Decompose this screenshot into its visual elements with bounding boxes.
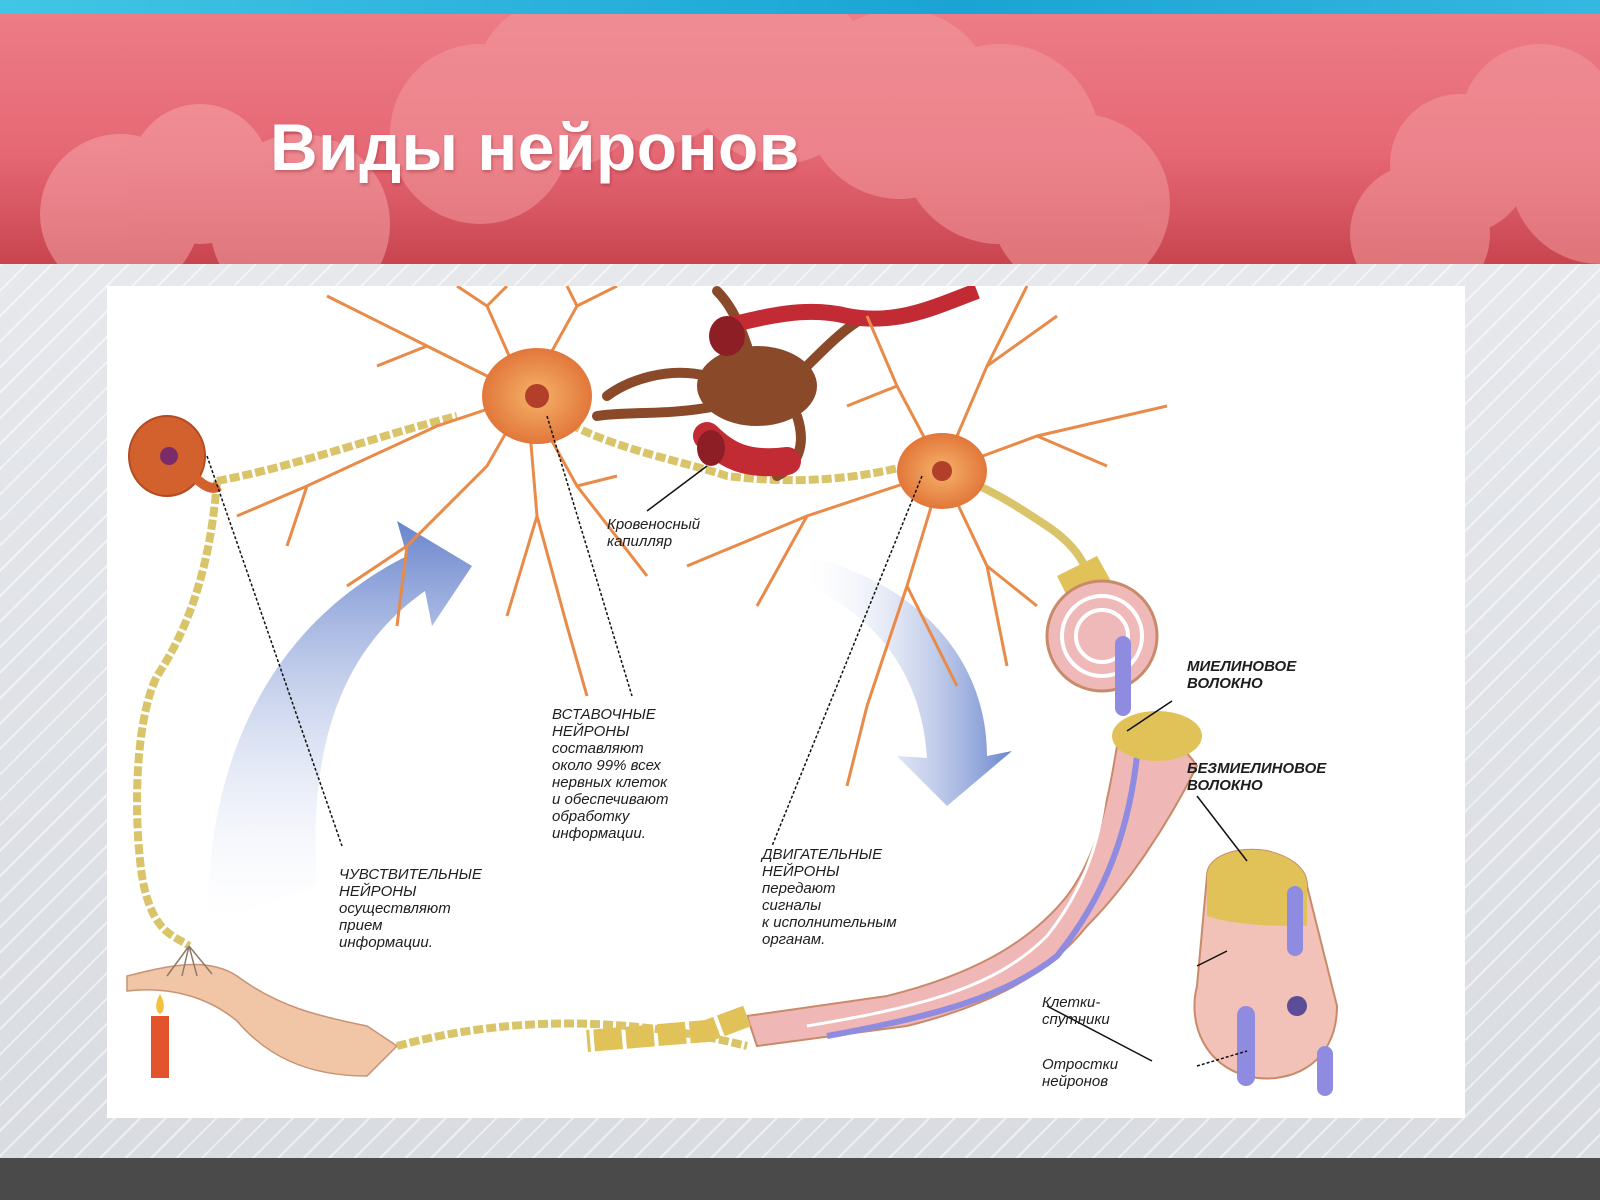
slide-title: Виды нейронов: [270, 109, 800, 185]
candle-illustration: [151, 994, 169, 1078]
cloud-background: [0, 14, 1600, 264]
neuron-diagram: Кровеносный капилляр ВСТАВОЧНЫЕ НЕЙРОНЫ …: [107, 286, 1465, 1118]
top-accent-strip: [0, 0, 1600, 14]
label-sensory-neurons: ЧУВСТВИТЕЛЬНЫЕ НЕЙРОНЫ осуществляют прие…: [339, 866, 482, 951]
myelinated-fiber: [1047, 556, 1157, 716]
label-myelinated-fiber: МИЕЛИНОВОЕ ВОЛОКНО: [1187, 658, 1296, 692]
interneuron-nucleus: [525, 384, 549, 408]
unmyelinated-fiber: [1194, 850, 1337, 1096]
label-motor-neurons: ДВИГАТЕЛЬНЫЕ НЕЙРОНЫ передают сигналы к …: [762, 846, 897, 948]
label-unmyelinated-fiber: БЕЗМИЕЛИНОВОЕ ВОЛОКНО: [1187, 760, 1326, 794]
slide-header: Виды нейронов: [0, 14, 1600, 264]
leader-lines: [207, 416, 1247, 1066]
label-interneurons: ВСТАВОЧНЫЕ НЕЙРОНЫ составляют около 99% …: [552, 706, 668, 842]
label-capillary: Кровеносный капилляр: [607, 516, 700, 550]
slide-footer-bar: [0, 1158, 1600, 1200]
arm-illustration: [127, 946, 747, 1076]
label-neuron-processes: Отростки нейронов: [1042, 1056, 1118, 1090]
neuron-illustration: [107, 286, 1465, 1118]
label-satellite-cells: Клетки- спутники: [1042, 994, 1110, 1028]
motor-neuron-nucleus: [932, 461, 952, 481]
